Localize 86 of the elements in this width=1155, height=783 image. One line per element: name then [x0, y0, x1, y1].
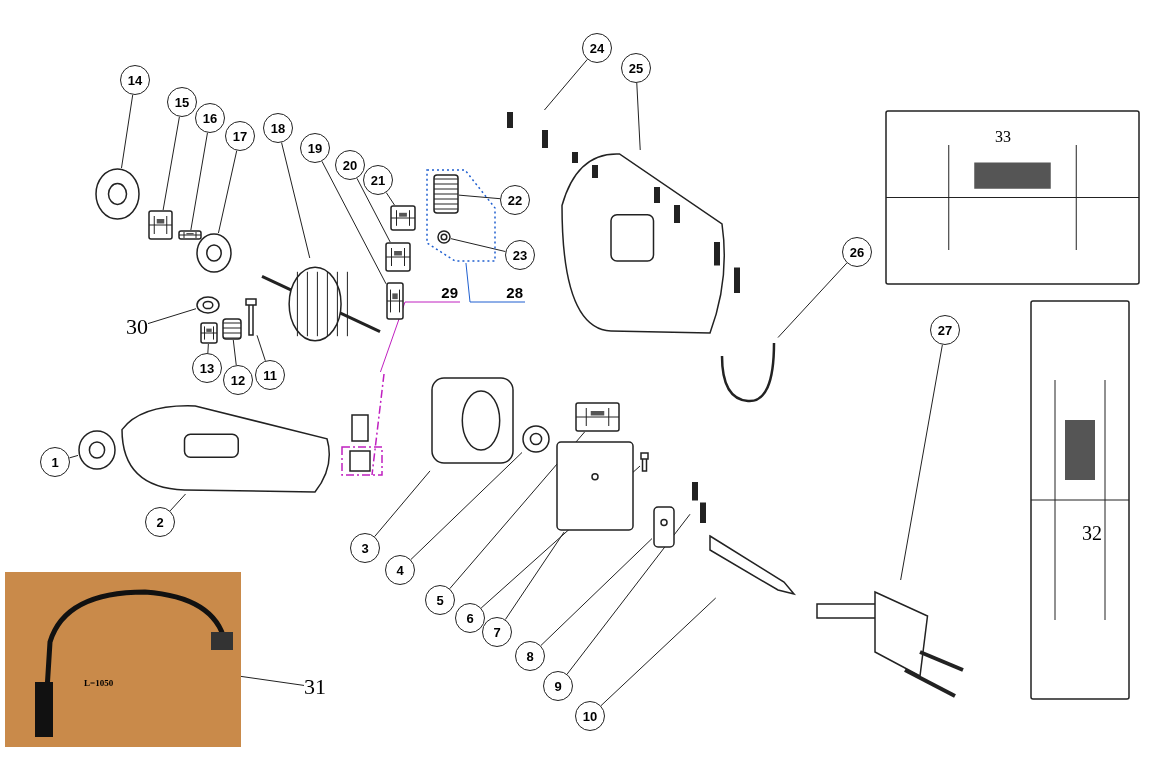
- leader-line: [543, 58, 588, 111]
- callout-number: 6: [455, 603, 485, 633]
- leader-line: [232, 339, 237, 366]
- callout-number: 16: [195, 103, 225, 133]
- leader-line: [600, 597, 717, 707]
- leader-line: [410, 452, 523, 561]
- leader-line: [190, 132, 208, 231]
- callout-number: 18: [263, 113, 293, 143]
- leader-line: [68, 454, 79, 459]
- leader-line: [900, 344, 943, 581]
- leader-line: [458, 194, 501, 200]
- callout-number: 28: [495, 284, 525, 302]
- callout-number: 15: [167, 87, 197, 117]
- callout-number: 25: [621, 53, 651, 83]
- callout-number: 13: [192, 353, 222, 383]
- switch-drawing: [575, 402, 620, 432]
- leader-line: [217, 150, 238, 234]
- clamp-plate-drawing: [652, 505, 676, 549]
- callout-number: 27: [930, 315, 960, 345]
- leader-line: [636, 82, 641, 151]
- screw-drawing: [245, 298, 257, 336]
- dimension-label: L=1050: [84, 678, 114, 688]
- callout-number: 1: [40, 447, 70, 477]
- callout-number: 22: [500, 185, 530, 215]
- leader-line: [504, 531, 565, 621]
- callout-number: 19: [300, 133, 330, 163]
- bearing-drawing: [522, 425, 550, 453]
- callout-number: 32: [1082, 522, 1102, 545]
- callout-number: 29: [430, 284, 460, 302]
- leader-line: [240, 675, 305, 686]
- leader-line: [385, 192, 395, 206]
- bearing-drawing: [196, 233, 232, 273]
- nose-cap-drawing: [78, 430, 116, 470]
- leader-line: [379, 301, 461, 373]
- callout-number: 24: [582, 33, 612, 63]
- carbon-brush-drawing: [386, 282, 404, 320]
- brush-holder-drawing: [385, 242, 411, 272]
- leader-line: [207, 343, 209, 354]
- leader-line: [777, 262, 848, 338]
- callout-number: 23: [505, 240, 535, 270]
- brush-assembly-outline: [338, 372, 386, 477]
- callout-number: 21: [363, 165, 393, 195]
- collet-nut-drawing: [95, 168, 140, 220]
- flexible-shaft-drawing: [5, 572, 241, 747]
- callout-number: 3: [350, 533, 380, 563]
- callout-number: 12: [223, 365, 253, 395]
- o-ring-drawing: [437, 230, 451, 244]
- callout-number: 20: [335, 150, 365, 180]
- circuit-board-bracket-drawing: [555, 440, 635, 532]
- callout-number: 14: [120, 65, 150, 95]
- callout-number: 26: [842, 237, 872, 267]
- nut-drawing: [200, 322, 218, 344]
- spring-drawing: [222, 318, 242, 340]
- leader-line: [321, 160, 387, 285]
- leader-line: [121, 94, 134, 169]
- leader-line: [356, 177, 391, 243]
- callout-number: 30: [126, 314, 148, 340]
- leader-line: [169, 493, 187, 512]
- leader-line: [465, 262, 526, 303]
- spring-drawing: [433, 174, 459, 214]
- callout-number: 5: [425, 585, 455, 615]
- leader-line: [256, 334, 266, 362]
- brush-cap-drawing: [390, 205, 416, 231]
- screw-pair-drawing: [690, 480, 708, 525]
- callout-number: 17: [225, 121, 255, 151]
- callout-number: 10: [575, 701, 605, 731]
- washer-drawing: [196, 296, 220, 314]
- callout-number: 33: [995, 128, 1011, 146]
- brush-assembly-outline: [425, 168, 497, 263]
- leader-line: [162, 116, 180, 211]
- callout-number: 4: [385, 555, 415, 585]
- leader-line: [147, 308, 197, 325]
- screw-pair-drawing: [505, 110, 550, 150]
- callout-number: 2: [145, 507, 175, 537]
- callout-number: 11: [255, 360, 285, 390]
- leader-line: [374, 470, 431, 538]
- callout-number: 8: [515, 641, 545, 671]
- callout-number: 9: [543, 671, 573, 701]
- callout-number: 31: [304, 674, 326, 700]
- screw-drawing: [640, 452, 649, 472]
- pin-drawing: [178, 230, 202, 240]
- collet-drawing: [148, 210, 173, 240]
- leader-line: [540, 538, 653, 647]
- leader-line: [566, 513, 691, 675]
- callout-number: 7: [482, 617, 512, 647]
- leader-line: [281, 142, 311, 259]
